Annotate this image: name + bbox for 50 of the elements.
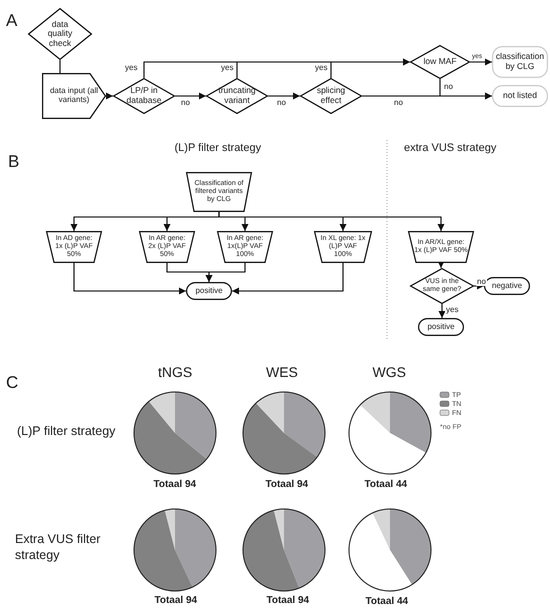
section-heading: extra VUS strategy [404, 142, 496, 156]
column-heading: WGS [372, 364, 406, 382]
edge-label: no [393, 99, 404, 107]
decision-diamond: data quality check [28, 8, 92, 60]
total-label: Totaal 94 [154, 479, 196, 492]
edge-label: yes [220, 64, 234, 72]
total-label: Totaal 94 [266, 595, 310, 608]
panel-letter: B [8, 151, 20, 172]
arrow [218, 212, 444, 231]
total-label: Totaal 44 [366, 596, 408, 608]
edge-label: yes [314, 64, 328, 72]
row-heading: (L)P filter strategy [17, 424, 116, 440]
arrow [232, 263, 344, 294]
panel-letter: A [6, 10, 18, 32]
total-label: Totaal 44 [364, 479, 408, 492]
decision-diamond: splicing effect [300, 78, 362, 114]
panel-letter: C [6, 372, 18, 394]
edge-label: no [276, 99, 287, 107]
arrow [474, 282, 484, 290]
edge-label: no [180, 99, 191, 107]
total-label: Totaal 94 [266, 479, 308, 492]
decision-diamond: low MAF [410, 45, 470, 79]
arrow [206, 263, 246, 282]
column-heading: tNGS [158, 364, 192, 382]
section-heading: (L)P filter strategy [174, 142, 262, 156]
row-heading: Extra VUS filter strategy [15, 532, 102, 564]
arrow [106, 92, 113, 100]
total-label: Totaal 94 [154, 595, 198, 608]
edge-label: yes [124, 64, 138, 72]
terminal-box: classification by CLG [492, 46, 548, 78]
arrow [470, 58, 492, 66]
input-shape: data input (all variants) [42, 73, 106, 119]
column-heading: WES [266, 364, 298, 382]
terminal-box: negative [484, 277, 530, 295]
edge-label: yes [445, 306, 460, 314]
arrow [438, 261, 444, 268]
arrow [73, 263, 186, 294]
connector-line [59, 60, 61, 73]
arrow [268, 92, 300, 100]
edge-label: no [476, 278, 487, 286]
terminal-box: not listed [492, 85, 548, 107]
arrow [439, 79, 492, 100]
decision-diamond: LP/P in database [113, 78, 175, 114]
decision-diamond: truncating variant [206, 78, 268, 114]
terminal-box: positive [186, 282, 232, 300]
arrow [175, 92, 206, 100]
arrow [438, 304, 446, 318]
terminal-box: positive [418, 318, 464, 336]
edge-label: no [443, 83, 454, 91]
arrow [330, 58, 410, 78]
